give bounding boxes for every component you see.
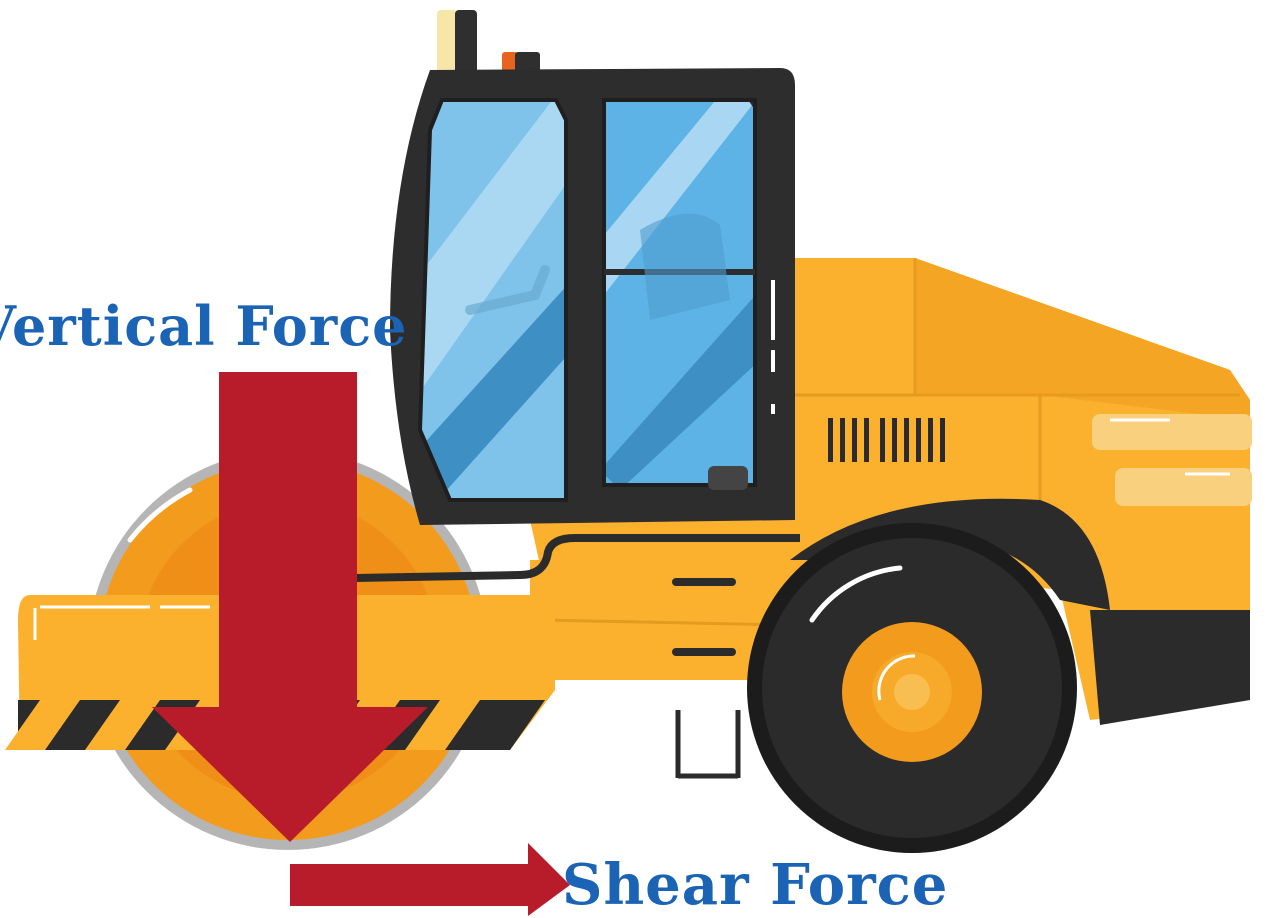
vertical-force-arrow [152, 372, 428, 842]
shear-force-arrow [290, 843, 570, 916]
hydraulic-hose [354, 534, 800, 582]
vertical-force-label: Vertical Force [0, 294, 408, 358]
operator-cab [390, 68, 795, 525]
rear-wheel [747, 523, 1077, 853]
machine-body [530, 258, 1252, 779]
shear-force-label: Shear Force [562, 852, 949, 918]
